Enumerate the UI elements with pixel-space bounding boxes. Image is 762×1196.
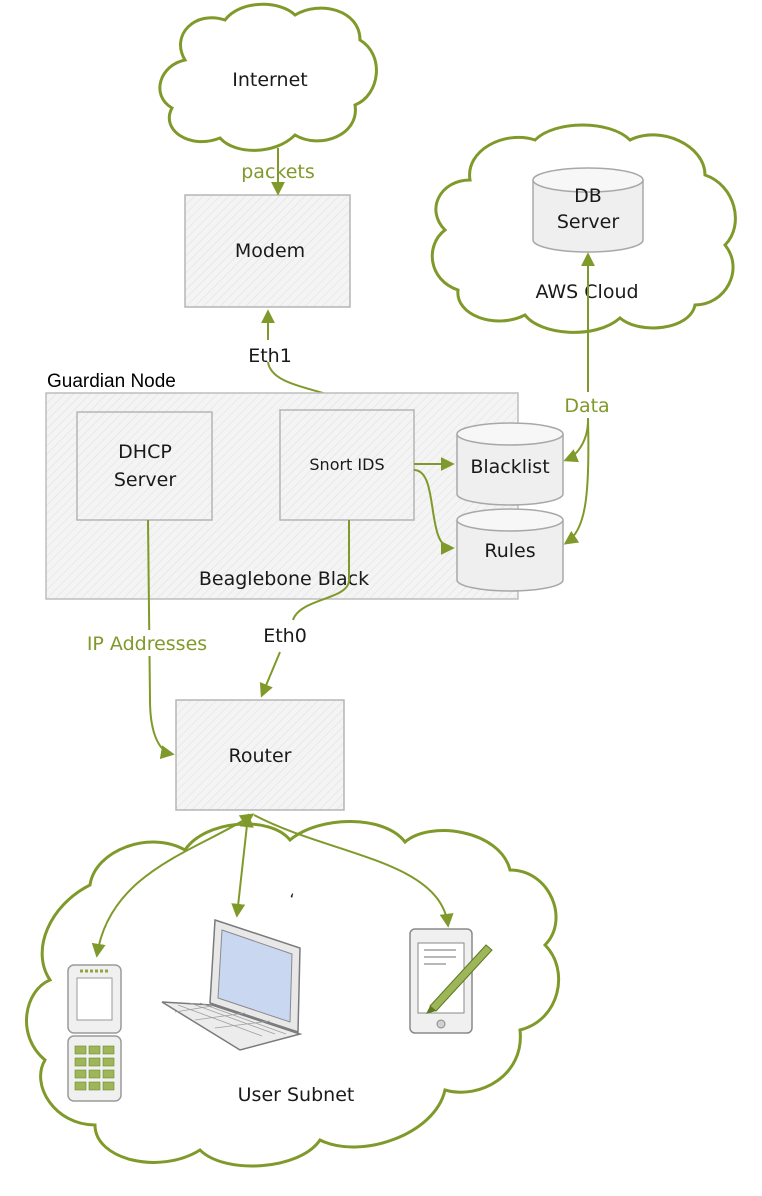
internet-label: Internet bbox=[232, 69, 307, 91]
beaglebone-label: Beaglebone Black bbox=[199, 568, 369, 590]
snort-ids-box bbox=[279, 409, 415, 521]
dhcp-server-box bbox=[76, 411, 213, 521]
eth0-to-router-arrow bbox=[259, 651, 281, 698]
router-to-tablet-arrow bbox=[253, 814, 454, 928]
eth0-label: Eth0 bbox=[263, 625, 307, 647]
data-label: Data bbox=[564, 395, 609, 417]
blacklist-cylinder bbox=[456, 422, 564, 506]
dhcp-label-line1: DHCP bbox=[118, 441, 172, 463]
router-label: Router bbox=[229, 745, 292, 767]
flip-phone-icon bbox=[67, 964, 122, 1102]
guardian-node-label: Guardian Node bbox=[47, 371, 176, 392]
snort-to-rules-arrow bbox=[413, 469, 455, 555]
eth1-label: Eth1 bbox=[248, 345, 292, 367]
packets-label: packets bbox=[241, 161, 315, 183]
stray-mark: ‘ bbox=[289, 890, 294, 909]
rules-label: Rules bbox=[484, 540, 535, 562]
rules-cylinder bbox=[456, 508, 564, 592]
modem-box bbox=[184, 194, 351, 308]
router-box bbox=[175, 699, 345, 811]
tablet-icon bbox=[409, 928, 493, 1034]
user-subnet-label: User Subnet bbox=[238, 1084, 355, 1106]
db-server-label-line2: Server bbox=[557, 211, 619, 233]
modem-label: Modem bbox=[235, 240, 305, 262]
dhcp-to-router-arrow bbox=[147, 519, 175, 760]
ip-addresses-label: IP Addresses bbox=[87, 633, 207, 655]
router-to-laptop-arrow bbox=[231, 813, 254, 918]
db-server-cylinder bbox=[532, 167, 644, 253]
dhcp-label-line2: Server bbox=[114, 469, 176, 491]
blacklist-label: Blacklist bbox=[470, 456, 549, 478]
ip-label-bg bbox=[82, 630, 210, 656]
snort-ids-label: Snort IDS bbox=[309, 455, 384, 474]
snort-to-eth0-wire bbox=[292, 520, 350, 621]
data-label-bg bbox=[560, 392, 615, 418]
laptop-icon bbox=[161, 918, 303, 1051]
router-to-phone-arrow bbox=[91, 813, 255, 958]
db-to-rules-arrow bbox=[563, 419, 590, 545]
internet-cloud bbox=[158, 2, 378, 152]
db-server-label-line1: DB bbox=[574, 185, 602, 207]
